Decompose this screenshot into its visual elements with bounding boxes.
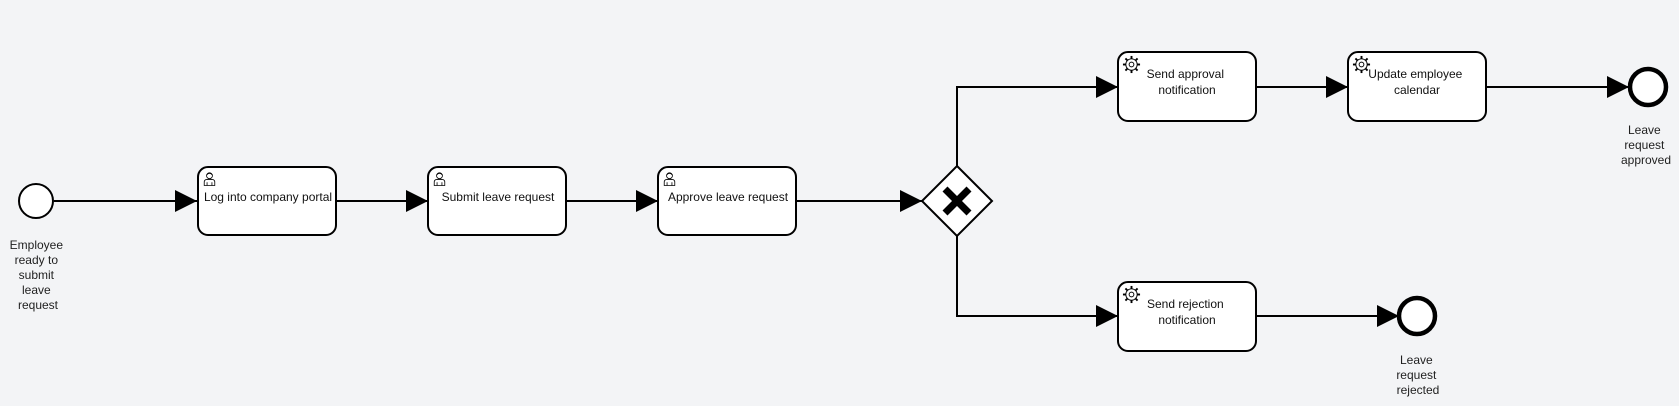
end-event-label-line: rejected bbox=[1397, 383, 1440, 397]
task-send-rejection-notification[interactable]: Send rejection notification bbox=[1117, 281, 1257, 352]
task-label-line: Send approval bbox=[1147, 67, 1224, 81]
task-label-line: Log into company portal bbox=[204, 190, 332, 204]
x-icon bbox=[942, 186, 972, 216]
exclusive-gateway[interactable] bbox=[920, 164, 994, 238]
task-label-line: Update employee bbox=[1368, 67, 1462, 81]
task-submit-leave-request[interactable]: Submit leave request bbox=[427, 166, 567, 236]
end-event-label-line: request bbox=[1624, 138, 1665, 152]
task-send-approval-notification[interactable]: Send approval notification bbox=[1117, 51, 1257, 122]
start-event-label-line: ready to bbox=[15, 253, 59, 267]
end-event-approved[interactable] bbox=[1627, 66, 1669, 108]
task-label: Send rejection notification bbox=[1147, 297, 1227, 327]
end-event-label-line: Leave bbox=[1400, 353, 1433, 367]
flow-gateway-to-rejection[interactable] bbox=[956, 236, 1118, 327]
task-log-into-portal[interactable]: Log into company portal bbox=[197, 166, 337, 236]
task-label: Submit leave request bbox=[442, 190, 555, 204]
task-approve-leave-request[interactable]: Approve leave request bbox=[657, 166, 797, 236]
start-event-label: Employee ready to submit leave request bbox=[10, 238, 67, 312]
task-label-line: calendar bbox=[1394, 83, 1440, 97]
task-label: Send approval notification bbox=[1147, 67, 1228, 97]
end-event-rejected[interactable] bbox=[1396, 295, 1438, 337]
start-event-label-line: submit bbox=[19, 268, 55, 282]
sequence-flows bbox=[54, 76, 1629, 327]
end-event-rejected-label: Leave request rejected bbox=[1396, 353, 1439, 397]
task-label-line: Submit leave request bbox=[442, 190, 555, 204]
end-event-label-line: request bbox=[1396, 368, 1437, 382]
flow-gateway-to-approval[interactable] bbox=[956, 76, 1118, 166]
end-event-approved-label: Leave request approved bbox=[1621, 123, 1671, 167]
end-event-label-line: approved bbox=[1621, 153, 1671, 167]
task-label-line: notification bbox=[1158, 83, 1215, 97]
task-label: Update employee calendar bbox=[1368, 67, 1465, 97]
task-label-line: Approve leave request bbox=[668, 190, 789, 204]
start-event-label-line: Employee bbox=[10, 238, 64, 252]
task-label-line: notification bbox=[1158, 313, 1215, 327]
start-event-label-line: request bbox=[18, 298, 59, 312]
task-update-employee-calendar[interactable]: Update employee calendar bbox=[1347, 51, 1487, 122]
task-label: Log into company portal bbox=[204, 190, 332, 204]
task-label-line: Send rejection bbox=[1147, 297, 1224, 311]
task-label: Approve leave request bbox=[668, 190, 789, 204]
start-event[interactable] bbox=[18, 183, 54, 219]
end-event-label-line: Leave bbox=[1628, 123, 1661, 137]
start-event-label-line: leave bbox=[22, 283, 51, 297]
